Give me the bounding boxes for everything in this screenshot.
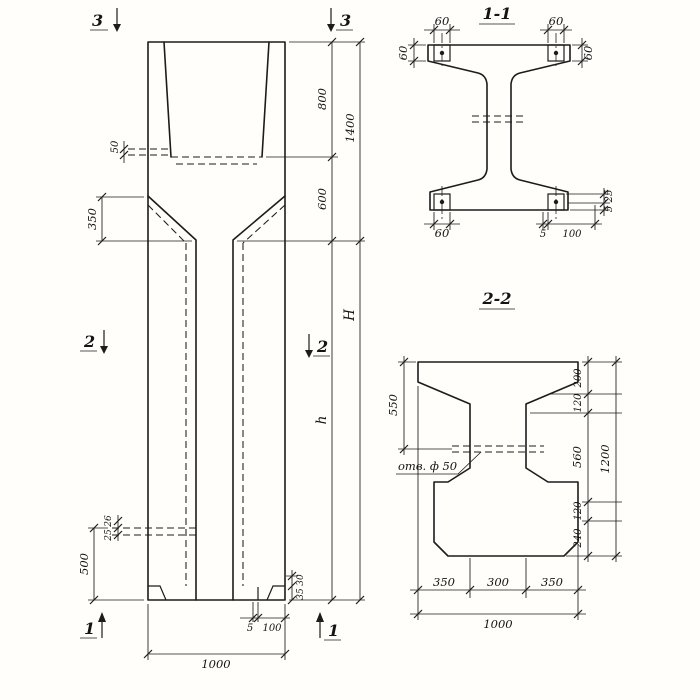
dim-h: h xyxy=(314,416,330,425)
dim-50: 50 xyxy=(110,140,121,153)
section-mark-1-right: 1 xyxy=(328,621,339,640)
hole-label: отв. ф 50 xyxy=(398,459,457,473)
section-2-2-dimensions: 550 200 120 560 120 240 1200 350 300 350… xyxy=(386,356,622,631)
s1-dim-25-right: 25 xyxy=(604,190,615,204)
dim-30: 30 xyxy=(296,574,306,586)
dim-600: 600 xyxy=(315,188,329,210)
s2-dim-300: 300 xyxy=(487,575,509,589)
s2-dim-1200: 1200 xyxy=(598,444,612,473)
s1-dim-60-right: 60 xyxy=(581,46,595,61)
dim-35: 35 xyxy=(296,588,306,600)
elevation-dimensions: 800 600 h 1400 H 350 500 50 26 25 1000 5… xyxy=(77,37,365,671)
section-1-1-dimensions: 60 60 60 60 60 5 100 25 5 xyxy=(396,14,615,240)
section-1-1-view: 1-1 60 60 60 60 60 5 10 xyxy=(396,4,615,240)
section-mark-3-right: 3 xyxy=(340,11,351,30)
dim-H: H xyxy=(342,309,358,322)
s1-dim-5-bottom: 5 xyxy=(540,229,546,240)
dim-1000: 1000 xyxy=(201,657,230,671)
elevation-view: 800 600 h 1400 H 350 500 50 26 25 1000 5… xyxy=(77,8,365,671)
dim-26: 26 xyxy=(104,515,114,528)
dim-350: 350 xyxy=(85,208,99,230)
s2-dim-350-left: 350 xyxy=(433,575,455,589)
s2-dim-240: 240 xyxy=(573,528,584,549)
s1-dim-100-bottom: 100 xyxy=(562,229,582,240)
section-mark-2-left: 2 xyxy=(83,332,95,351)
s1-dim-60-top-right: 60 xyxy=(549,14,564,28)
s2-dim-120-upper: 120 xyxy=(573,393,584,413)
section-2-2-hole-callout: отв. ф 50 xyxy=(396,451,482,475)
section-mark-2-right: 2 xyxy=(316,337,328,356)
s1-dim-5-right: 5 xyxy=(604,206,615,212)
column-outline xyxy=(147,41,286,601)
section-marks: 3 3 2 2 1 1 xyxy=(80,8,353,641)
section-2-2-title: 2-2 xyxy=(482,289,512,308)
section-mark-1-left: 1 xyxy=(84,619,95,638)
section-mark-3-left: 3 xyxy=(92,11,103,30)
s2-dim-200: 200 xyxy=(573,368,584,389)
column-hidden-lines xyxy=(112,148,286,586)
section-1-1-outline xyxy=(427,33,571,220)
dim-800: 800 xyxy=(315,88,329,110)
dim-1400: 1400 xyxy=(343,113,357,142)
dim-500: 500 xyxy=(77,553,91,575)
s2-dim-550: 550 xyxy=(386,394,400,416)
s2-dim-350-right: 350 xyxy=(541,575,563,589)
section-2-2-outline xyxy=(417,361,579,557)
section-2-2-view: 2-2 отв. ф 50 550 200 120 560 120 240 12… xyxy=(386,289,622,631)
dim-5: 5 xyxy=(247,623,253,634)
s2-dim-1000: 1000 xyxy=(483,617,512,631)
s2-dim-560: 560 xyxy=(570,446,584,468)
s1-dim-60-top-left: 60 xyxy=(435,14,450,28)
dim-25: 25 xyxy=(104,529,114,542)
section-1-1-title: 1-1 xyxy=(483,4,512,23)
dim-100: 100 xyxy=(262,623,282,634)
s2-dim-120-lower: 120 xyxy=(573,501,584,521)
s1-dim-60-bottom: 60 xyxy=(435,226,450,240)
s1-dim-60-left: 60 xyxy=(396,46,410,61)
